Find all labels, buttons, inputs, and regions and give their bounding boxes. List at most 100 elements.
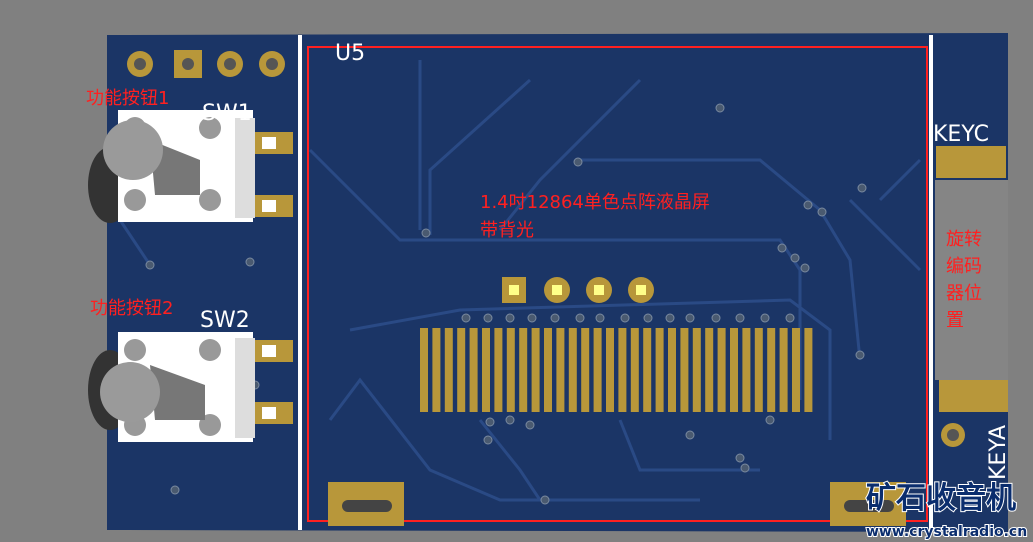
edge-line-left xyxy=(298,35,302,530)
encoder-pad-a xyxy=(939,380,1008,412)
via xyxy=(785,313,795,323)
via xyxy=(575,313,585,323)
fpc-pin xyxy=(494,328,503,412)
fpc-pin xyxy=(444,328,453,412)
fpc-pin xyxy=(432,328,441,412)
vias xyxy=(145,103,867,505)
fpc-pin xyxy=(779,328,788,412)
via xyxy=(483,435,493,445)
fpc-pin xyxy=(556,328,565,412)
fpc-pin xyxy=(606,328,614,412)
via xyxy=(527,313,537,323)
via xyxy=(685,313,695,323)
via xyxy=(620,313,630,323)
fpc-pin xyxy=(568,328,577,412)
via xyxy=(485,417,495,427)
via xyxy=(525,420,535,430)
fpc-pin xyxy=(593,328,602,412)
edge-line-right xyxy=(929,35,933,530)
via xyxy=(735,313,745,323)
fpc-pin xyxy=(692,328,701,412)
switch-sw2[interactable] xyxy=(88,332,293,442)
fpc-pin xyxy=(531,328,540,412)
watermark-logo: 矿石收音机 www.crystalradio.cn xyxy=(865,480,1028,541)
encoder-annotation-line: 编码 xyxy=(946,256,982,277)
via xyxy=(803,200,813,210)
via xyxy=(857,183,867,193)
fpc-pin xyxy=(618,328,627,412)
fpc-pin xyxy=(630,328,639,412)
via xyxy=(800,263,810,273)
keyc-label: KEYC xyxy=(933,122,989,147)
via xyxy=(735,453,745,463)
via xyxy=(855,350,865,360)
via xyxy=(685,430,695,440)
fpc-pin xyxy=(767,328,776,412)
via xyxy=(740,463,750,473)
via xyxy=(461,313,471,323)
fpc-pin xyxy=(792,328,800,412)
sw1-ref-label: SW1 xyxy=(202,101,252,126)
fpc-pin xyxy=(506,328,515,412)
via xyxy=(483,313,493,323)
via xyxy=(715,103,725,113)
via xyxy=(595,313,605,323)
via xyxy=(643,313,653,323)
via xyxy=(550,313,560,323)
fpc-pin xyxy=(680,328,689,412)
via xyxy=(245,257,255,267)
encoder-cutout xyxy=(935,180,1008,380)
mount-pad-left xyxy=(328,482,404,526)
via xyxy=(765,415,775,425)
fpc-pin xyxy=(581,328,590,412)
via xyxy=(711,313,721,323)
fpc-pin xyxy=(754,328,763,412)
fpc-pin xyxy=(457,328,466,412)
fpc-pin xyxy=(730,328,738,412)
watermark-title: 矿石收音机 xyxy=(866,481,1016,516)
encoder-annotation-line: 置 xyxy=(946,310,964,331)
fpc-pin xyxy=(482,328,490,412)
fpc-pin xyxy=(717,328,726,412)
via xyxy=(505,415,515,425)
keya-label: KEYA xyxy=(986,425,1011,480)
via xyxy=(777,243,787,253)
button1-annotation: 功能按钮1 xyxy=(86,88,169,109)
lcd-outline xyxy=(307,46,928,522)
fpc-pin xyxy=(668,328,676,412)
button2-annotation: 功能按钮2 xyxy=(90,298,173,319)
via xyxy=(790,253,800,263)
traces xyxy=(118,60,922,502)
via xyxy=(540,495,550,505)
encoder-pad-c xyxy=(936,146,1006,178)
via xyxy=(421,228,431,238)
top-header xyxy=(127,50,285,78)
fpc-pin xyxy=(544,328,552,412)
lcd-ref-label: U5 xyxy=(335,41,365,66)
via xyxy=(665,313,675,323)
via xyxy=(505,313,515,323)
backlight-pads xyxy=(502,277,654,303)
via xyxy=(760,313,770,323)
via xyxy=(145,260,155,270)
encoder-annotation-line: 旋转 xyxy=(946,229,982,250)
lcd-annotation-line2: 带背光 xyxy=(480,220,534,241)
via xyxy=(170,485,180,495)
encoder-pin-drill xyxy=(947,429,959,441)
fpc-pin xyxy=(643,328,652,412)
lcd-annotation-line1: 1.4吋12864单色点阵液晶屏 xyxy=(480,192,710,213)
watermark-url: www.crystalradio.cn xyxy=(866,524,1027,540)
fpc-pin xyxy=(469,328,478,412)
fpc-pin xyxy=(519,328,528,412)
fpc-pin xyxy=(705,328,714,412)
fpc-pin xyxy=(742,328,751,412)
switch-sw1[interactable] xyxy=(88,110,293,223)
lcd-fpc-connector xyxy=(420,328,813,412)
fpc-pin xyxy=(420,328,428,412)
encoder-annotation: 旋转 编码 器位 置 xyxy=(946,229,982,331)
mount-pad-right xyxy=(830,482,906,526)
sw2-ref-label: SW2 xyxy=(200,308,250,333)
fpc-pin xyxy=(655,328,664,412)
